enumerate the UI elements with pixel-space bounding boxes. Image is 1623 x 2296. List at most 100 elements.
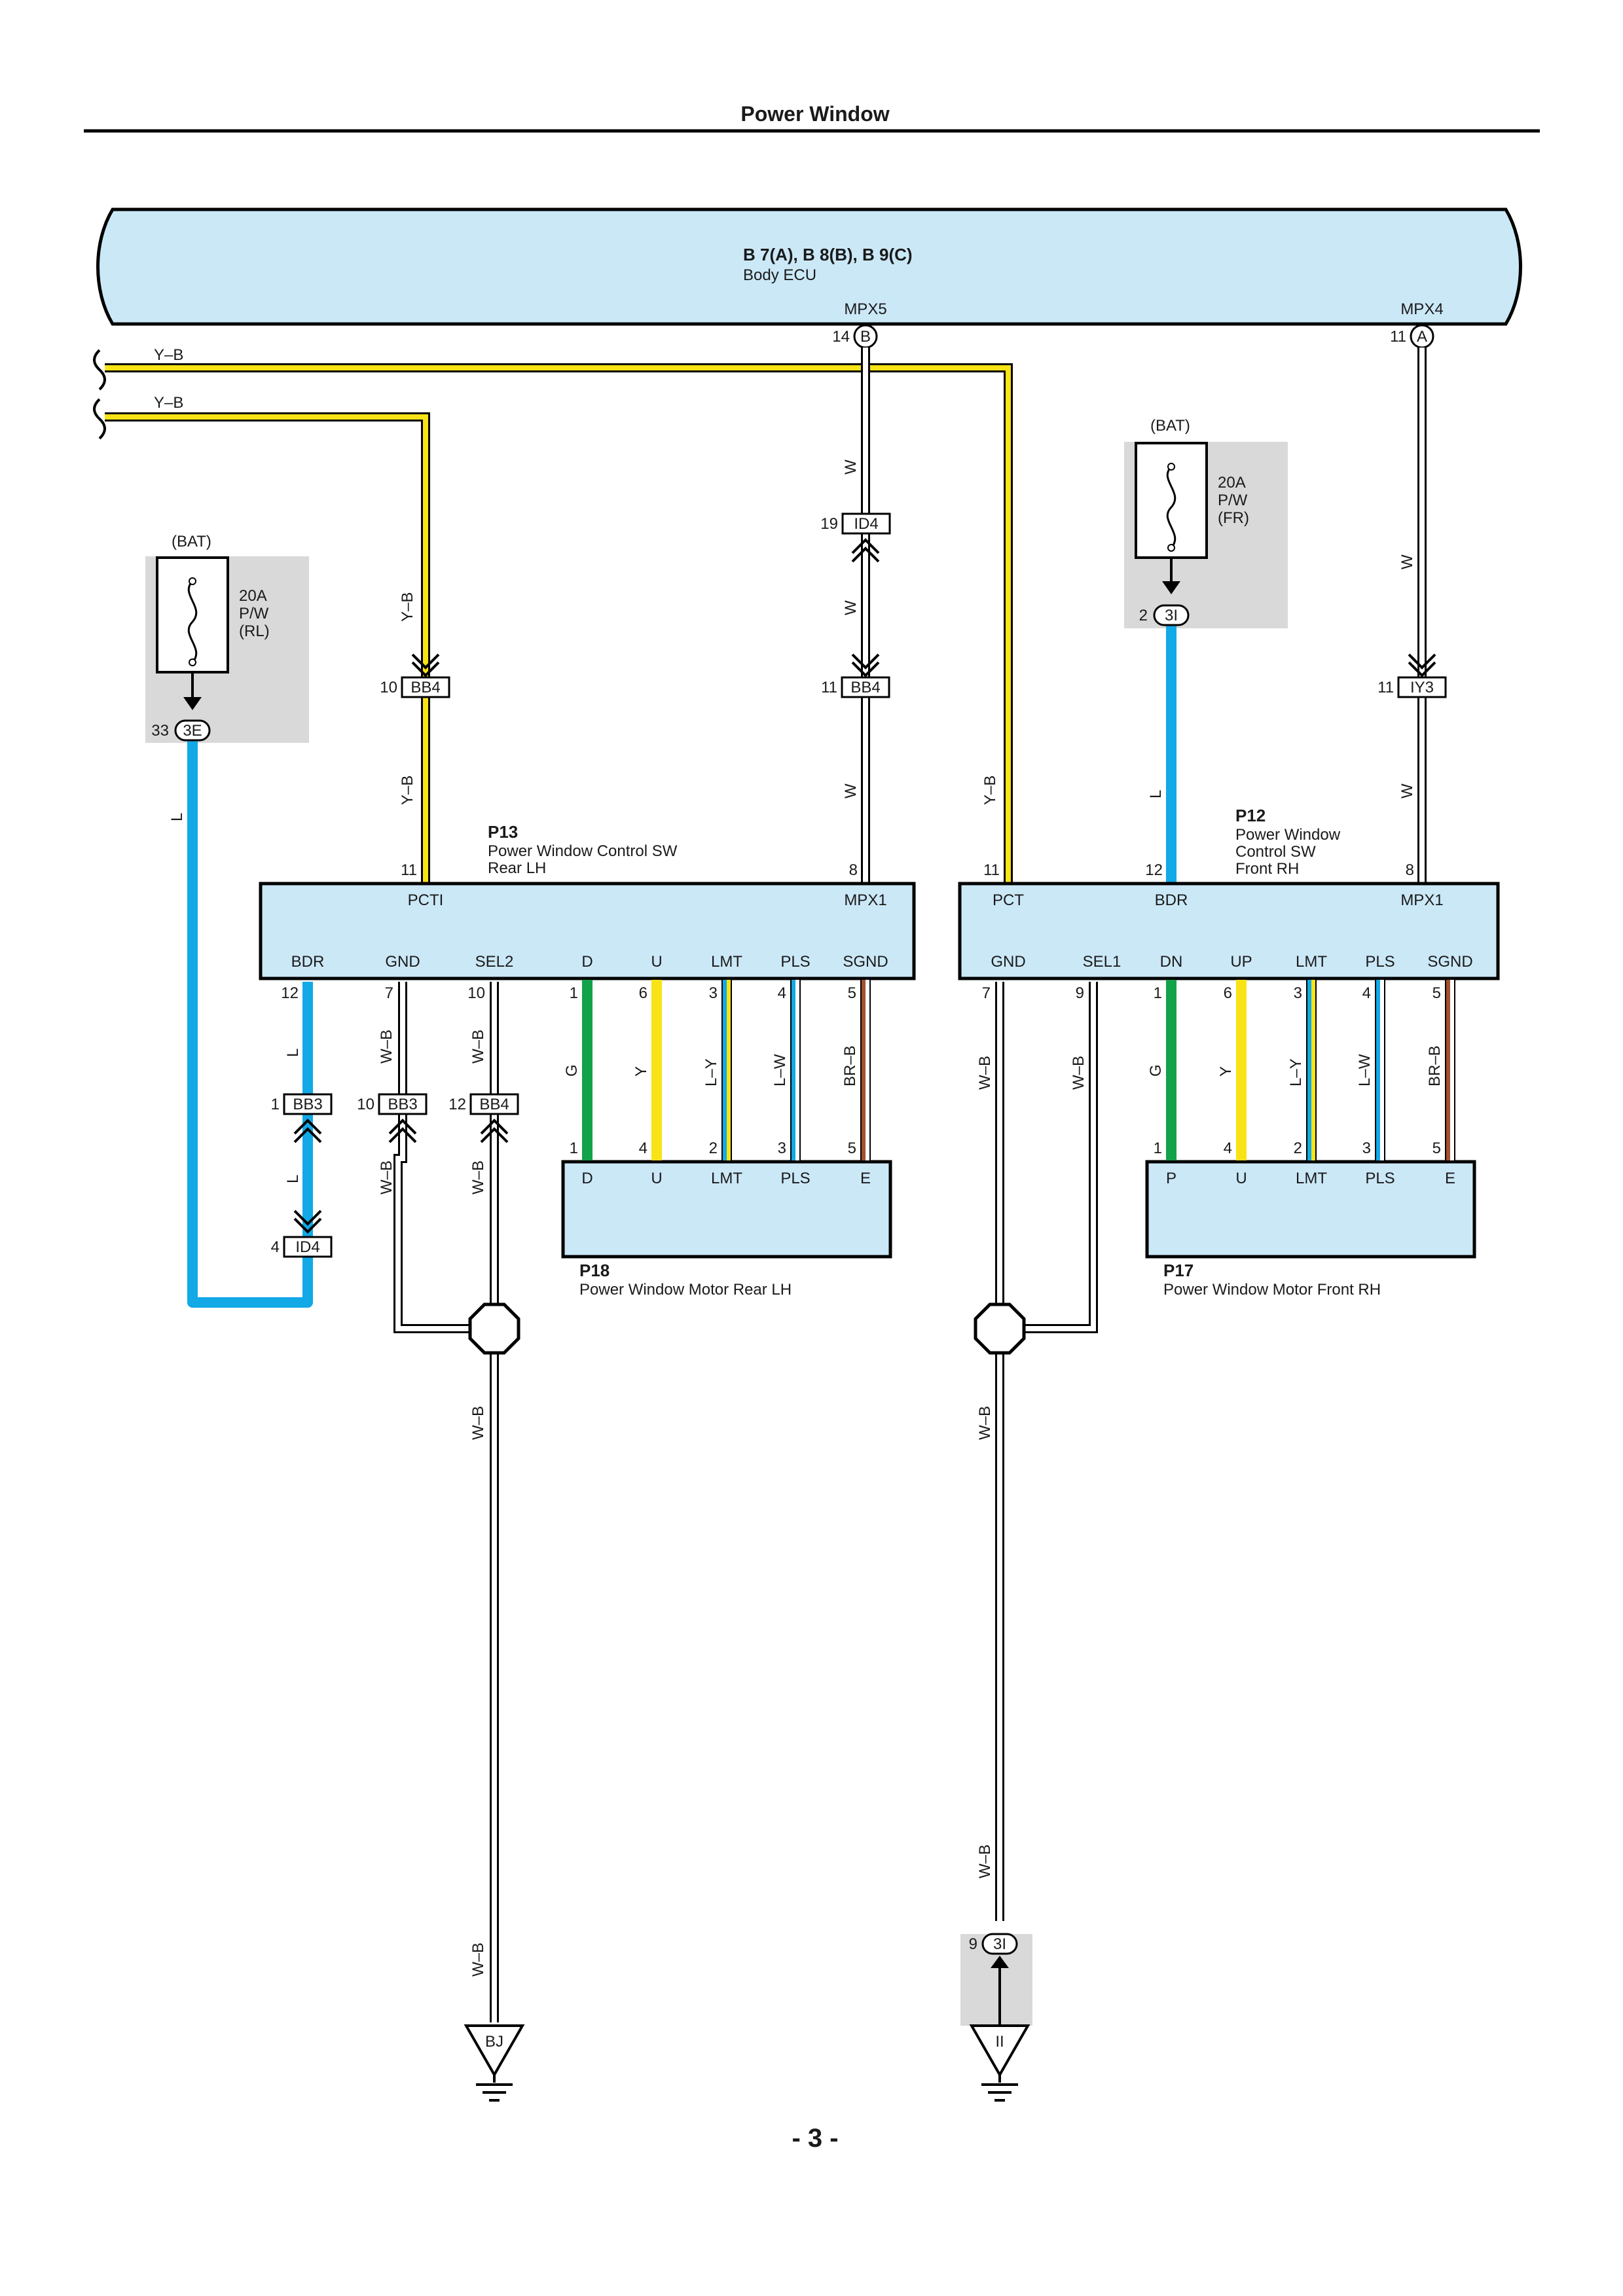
conn-bb4-left-label: BB4 <box>410 679 440 696</box>
wire-wb-sel1-fr <box>1000 982 1098 1333</box>
sw-fr-top-pin-mpx1: 8 <box>1406 861 1414 879</box>
conn-bb4-sel2-label: BB4 <box>479 1096 509 1113</box>
fuse-fr-loc: (FR) <box>1218 509 1249 527</box>
sw-rl-pin: 10 <box>467 984 485 1002</box>
conn-id4-lower <box>283 1236 333 1258</box>
fuse-rl-bat: (BAT) <box>172 533 211 550</box>
wire-label-yb-1: Y–B <box>154 346 183 364</box>
ecu-terminal-mpx4: MPX4 <box>1400 300 1443 318</box>
wire-label-yb-5: Y–B <box>399 776 416 805</box>
sw-rl-pin: 7 <box>385 984 393 1002</box>
conn-3i-fuse-pin: 2 <box>1139 607 1148 624</box>
conn-3e-label: 3E <box>183 722 202 740</box>
ground-ii-triangle <box>969 2024 1030 2078</box>
ecu-pin-a-label: A <box>1417 328 1427 346</box>
wire-label-wb-1: W–B <box>378 1030 395 1064</box>
motor-fr-terminal: U <box>1235 1170 1247 1187</box>
wire-label-motor-rl: L–W <box>771 1054 789 1086</box>
wire-label-wb-10: W–B <box>976 1844 994 1878</box>
conn-bb4-mid-pin: 11 <box>821 679 837 696</box>
fuse-rl-box <box>156 556 229 673</box>
sw-fr-pin: 9 <box>1076 984 1084 1002</box>
motor-fr-box <box>1145 1160 1476 1259</box>
wire-label-motor-fr: L–Y <box>1287 1058 1305 1086</box>
conn-3i-fuse-label: 3I <box>1165 607 1178 624</box>
sw-rl-pin: 3 <box>709 984 718 1002</box>
conn-3e-pin: 33 <box>151 722 169 740</box>
fuse-fr-bat: (BAT) <box>1150 417 1190 435</box>
sw-fr-terminal: GND <box>991 953 1025 971</box>
sw-rl-term-mpx1: MPX1 <box>844 891 886 909</box>
ground-bj-icon <box>476 2075 513 2102</box>
motor-rl-terminal: U <box>651 1170 662 1187</box>
sw-rl-terminal: U <box>651 953 662 971</box>
sw-fr-terminal: PLS <box>1365 953 1395 971</box>
wire-label-wb-7: W–B <box>976 1056 994 1090</box>
wire-label-wb-4: W–B <box>469 1160 487 1194</box>
wire-label-wb-9: W–B <box>976 1406 994 1440</box>
sw-rl-line1: Power Window Control SW <box>488 842 678 860</box>
wire-label-l-1: L <box>168 813 186 821</box>
wire-break-2 <box>93 398 106 440</box>
fuse-fr-amp: 20A <box>1218 474 1246 492</box>
sw-rl-terminal: SGND <box>843 953 888 971</box>
fuse-rl-arrow-icon <box>183 697 202 710</box>
conn-iy3 <box>1397 653 1447 698</box>
sw-fr-terminal: SEL1 <box>1083 953 1122 971</box>
motor-fr-terminal: P <box>1166 1170 1176 1187</box>
sw-fr-terminal: UP <box>1230 953 1252 971</box>
sw-fr-pin: 4 <box>1362 984 1371 1002</box>
motor-rl-terminal: D <box>581 1170 593 1187</box>
junction-rl <box>468 1302 520 1355</box>
sw-rl-top-pin-mpx1: 8 <box>849 861 858 879</box>
wire-label-l-2: L <box>1147 790 1165 798</box>
conn-3i-ground <box>981 1933 1018 1955</box>
conn-bb4-sel2-pin: 12 <box>448 1096 466 1113</box>
conn-bb4-left-pin: 10 <box>380 679 397 696</box>
sw-rl-box <box>259 882 916 980</box>
sw-rl-line2: Rear LH <box>488 859 546 877</box>
sw-fr-pin: 3 <box>1294 984 1302 1002</box>
sw-fr-box <box>958 882 1500 980</box>
motor-fr-name: Power Window Motor Front RH <box>1163 1281 1381 1299</box>
sw-rl-pin: 5 <box>848 984 856 1002</box>
conn-iy3-label: IY3 <box>1410 679 1434 696</box>
sw-rl-pin: 12 <box>281 984 299 1002</box>
conn-bb4-left <box>401 653 450 698</box>
ecu-terminal-mpx5: MPX5 <box>844 300 886 318</box>
sw-rl-terminal: SEL2 <box>475 953 514 971</box>
wire-label-motor-fr: BR–B <box>1426 1045 1444 1086</box>
wire-label-l-4: L <box>284 1175 302 1183</box>
wire-label-w-3: W <box>842 783 860 798</box>
wire-label-w-5: W <box>1398 783 1416 798</box>
motor-rl-terminal: PLS <box>780 1170 810 1187</box>
motor-fr-pin: 5 <box>1432 1139 1441 1157</box>
sw-fr-pin: 7 <box>982 984 991 1002</box>
sw-rl-code: P13 <box>488 822 518 842</box>
sw-rl-terminal: D <box>581 953 593 971</box>
conn-bb3-l-label: BB3 <box>293 1096 322 1113</box>
sw-fr-terminal: SGND <box>1427 953 1472 971</box>
conn-id4-lower-label: ID4 <box>295 1238 319 1256</box>
sw-fr-terminal: LMT <box>1296 953 1327 971</box>
motor-rl-pin: 4 <box>639 1139 647 1157</box>
body-ecu <box>96 207 1522 326</box>
wire-yb-to-pcti <box>105 412 430 884</box>
conn-id4-upper-pin: 19 <box>820 515 838 533</box>
wire-break-1 <box>93 349 106 391</box>
motor-fr-pin: 1 <box>1154 1139 1162 1157</box>
motor-fr-terminal: PLS <box>1365 1170 1395 1187</box>
wire-label-wb-2: W–B <box>469 1030 487 1064</box>
ground-bj-label: BJ <box>485 2033 503 2051</box>
wire-label-motor-rl: BR–B <box>841 1045 859 1086</box>
motor-rl-pin: 2 <box>709 1139 718 1157</box>
wire-l-rl-fuse <box>187 730 313 1308</box>
motor-fr-pin: 3 <box>1362 1139 1371 1157</box>
wire-yb-to-pct <box>105 363 1013 884</box>
wire-label-wb-5: W–B <box>469 1406 487 1440</box>
sw-fr-terminal: DN <box>1160 953 1183 971</box>
